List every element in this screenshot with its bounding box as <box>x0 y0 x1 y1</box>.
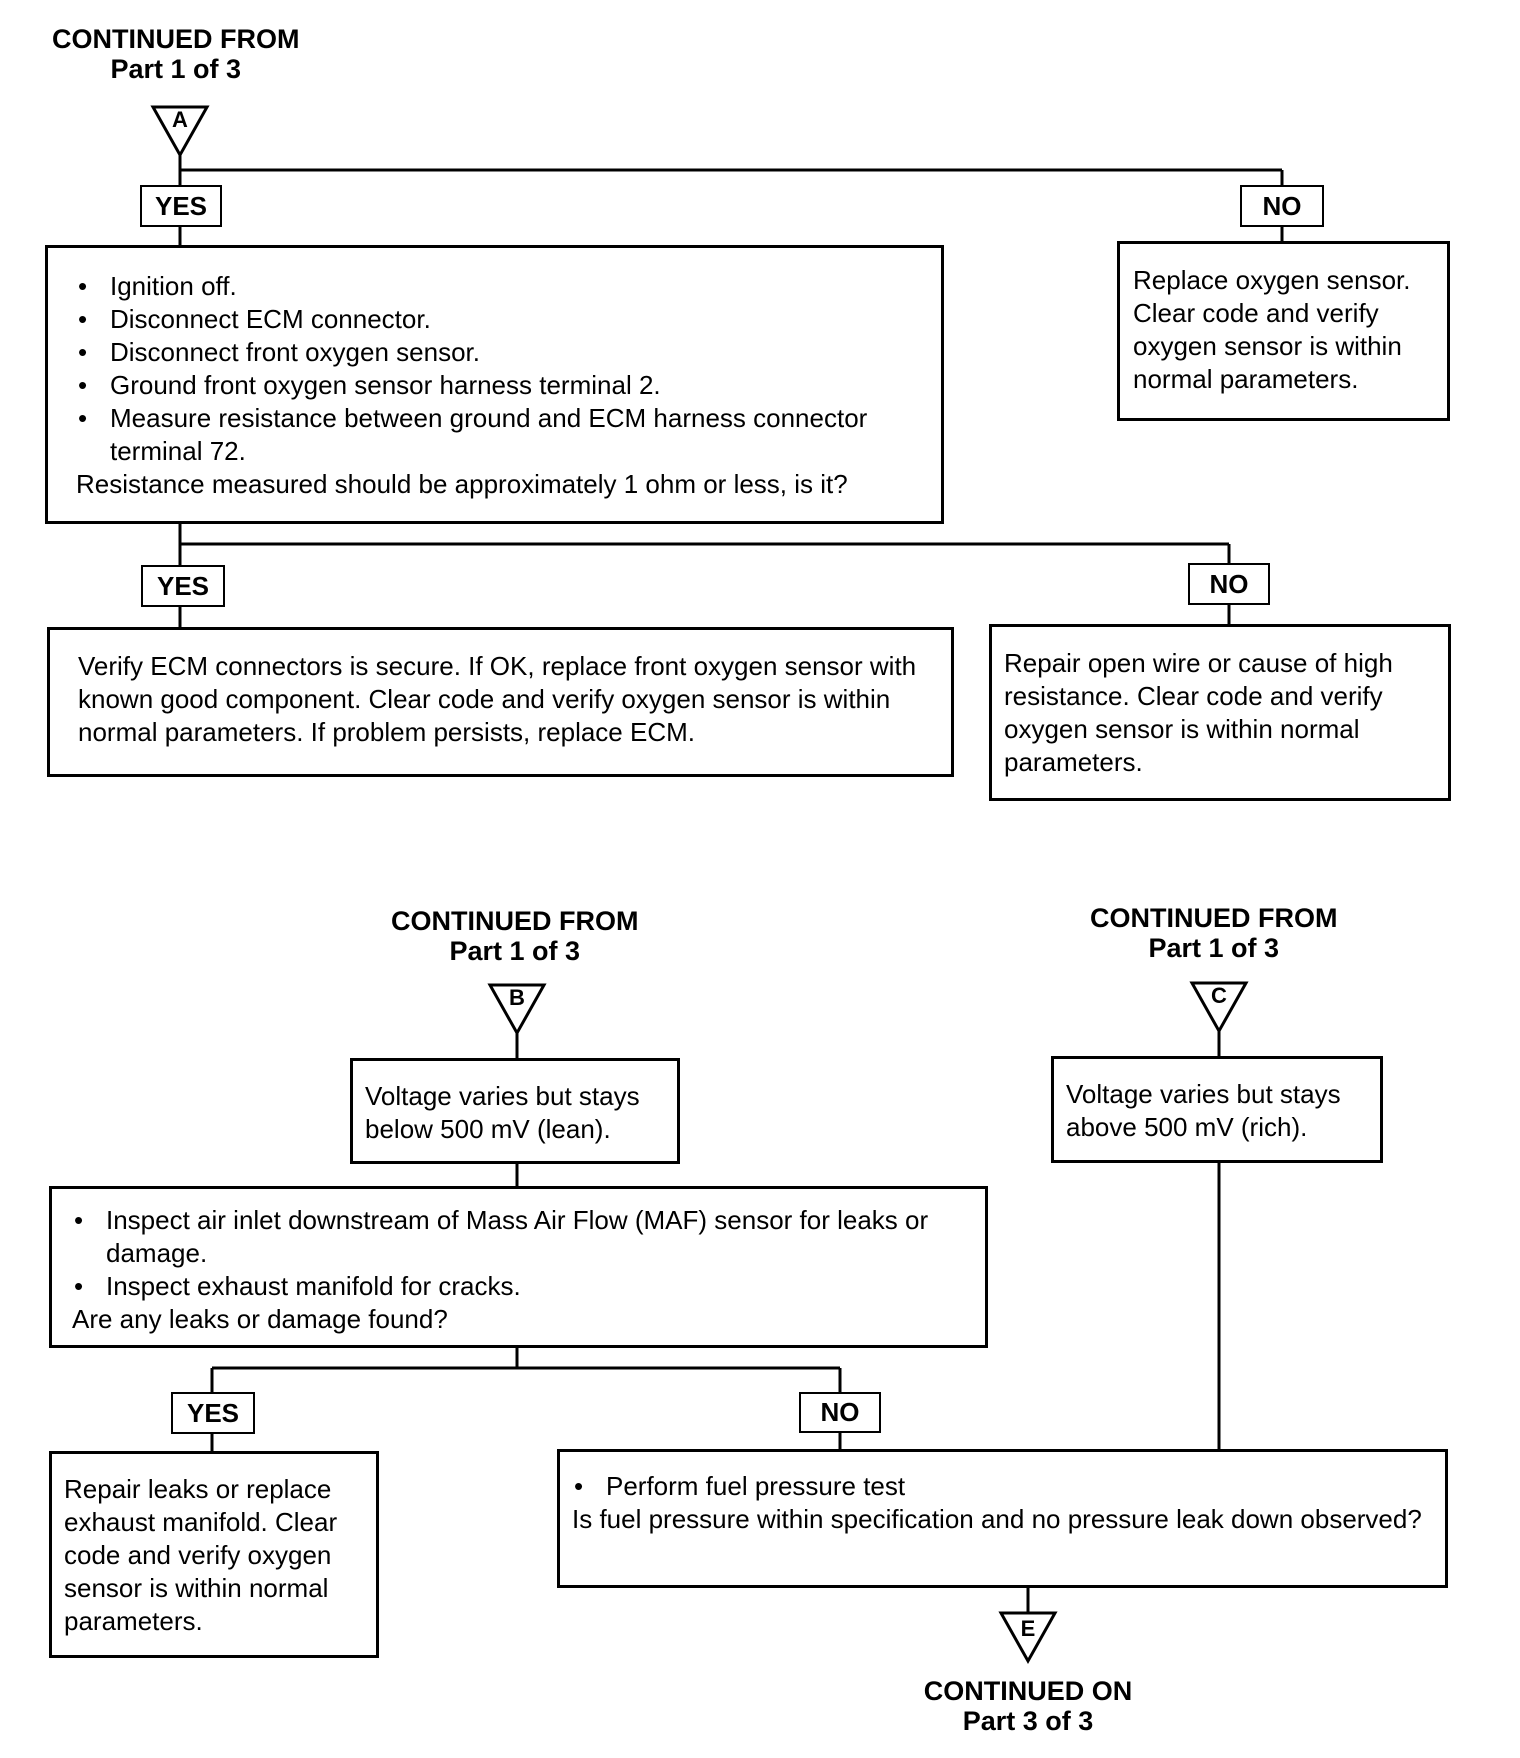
yes-label-2: YES <box>141 565 225 607</box>
replace-oxygen-sensor-text: Replace oxygen sensor. Clear code and ve… <box>1133 265 1411 394</box>
inspect-bullet-list: Inspect air inlet downstream of Mass Air… <box>72 1204 975 1303</box>
lean-condition-text: Voltage varies but stays below 500 mV (l… <box>365 1081 640 1144</box>
continued-from-label: CONTINUED FROM <box>391 906 639 936</box>
fuel-pressure-test-box: Perform fuel pressure test Is fuel press… <box>557 1449 1448 1588</box>
part-label: Part 1 of 3 <box>449 936 581 966</box>
no-label: NO <box>1240 185 1324 227</box>
rich-condition-box: Voltage varies but stays above 500 mV (r… <box>1051 1056 1383 1163</box>
continued-on-label: CONTINUED ON <box>923 1676 1133 1706</box>
verify-ecm-box: Verify ECM connectors is secure. If OK, … <box>47 627 954 777</box>
continued-from-header-c: CONTINUED FROM Part 1 of 3 <box>1090 903 1337 963</box>
repair-open-wire-box: Repair open wire or cause of high resist… <box>989 624 1451 801</box>
connector-triangle-b <box>487 983 547 1037</box>
repair-leaks-text: Repair leaks or replace exhaust manifold… <box>64 1474 338 1636</box>
part-label: Part 3 of 3 <box>962 1706 1094 1736</box>
fuel-question: Is fuel pressure within specification an… <box>572 1504 1422 1534</box>
fuel-bullet: Perform fuel pressure test <box>572 1470 1435 1503</box>
step1-bullet: Ignition off. <box>76 270 927 303</box>
step1-question: Resistance measured should be approximat… <box>76 469 848 499</box>
part-label: Part 1 of 3 <box>110 54 242 84</box>
inspect-question: Are any leaks or damage found? <box>72 1304 448 1334</box>
connector-triangle-c <box>1189 981 1249 1035</box>
replace-oxygen-sensor-box: Replace oxygen sensor. Clear code and ve… <box>1117 241 1450 421</box>
part-label: Part 1 of 3 <box>1148 933 1280 963</box>
connector-label-c: C <box>1211 983 1227 1008</box>
inspect-bullet: Inspect air inlet downstream of Mass Air… <box>72 1204 975 1270</box>
yes-label-3: YES <box>171 1392 255 1434</box>
continued-from-label: CONTINUED FROM <box>1090 903 1338 933</box>
continued-from-header-a: CONTINUED FROM Part 1 of 3 <box>52 24 299 84</box>
connector-label-e: E <box>1020 1616 1036 1641</box>
fuel-bullet-list: Perform fuel pressure test <box>572 1470 1435 1503</box>
connector-triangle-a <box>150 105 210 159</box>
step1-bullet-list: Ignition off. Disconnect ECM connector. … <box>76 270 927 468</box>
continued-on-footer: CONTINUED ON Part 3 of 3 <box>920 1676 1136 1736</box>
connector-label-b: B <box>509 985 525 1010</box>
continued-from-label: CONTINUED FROM <box>52 24 300 54</box>
step1-bullet: Disconnect ECM connector. <box>76 303 927 336</box>
verify-ecm-text: Verify ECM connectors is secure. If OK, … <box>78 651 917 747</box>
step1-bullet: Measure resistance between ground and EC… <box>76 402 927 468</box>
inspect-bullet: Inspect exhaust manifold for cracks. <box>72 1270 975 1303</box>
step1-bullet: Disconnect front oxygen sensor. <box>76 336 927 369</box>
repair-leaks-box: Repair leaks or replace exhaust manifold… <box>49 1451 379 1658</box>
repair-open-wire-text: Repair open wire or cause of high resist… <box>1004 648 1393 777</box>
rich-condition-text: Voltage varies but stays above 500 mV (r… <box>1066 1079 1341 1142</box>
yes-label: YES <box>140 185 222 227</box>
connector-triangle-e <box>998 1611 1058 1665</box>
no-label-3: NO <box>799 1392 881 1433</box>
continued-from-header-b: CONTINUED FROM Part 1 of 3 <box>391 906 638 966</box>
step1-bullet: Ground front oxygen sensor harness termi… <box>76 369 927 402</box>
inspect-air-inlet-box: Inspect air inlet downstream of Mass Air… <box>49 1186 988 1348</box>
connector-label-a: A <box>172 107 188 132</box>
lean-condition-box: Voltage varies but stays below 500 mV (l… <box>350 1058 680 1164</box>
no-label-2: NO <box>1188 563 1270 605</box>
step1-instructions-box: Ignition off. Disconnect ECM connector. … <box>45 245 944 524</box>
